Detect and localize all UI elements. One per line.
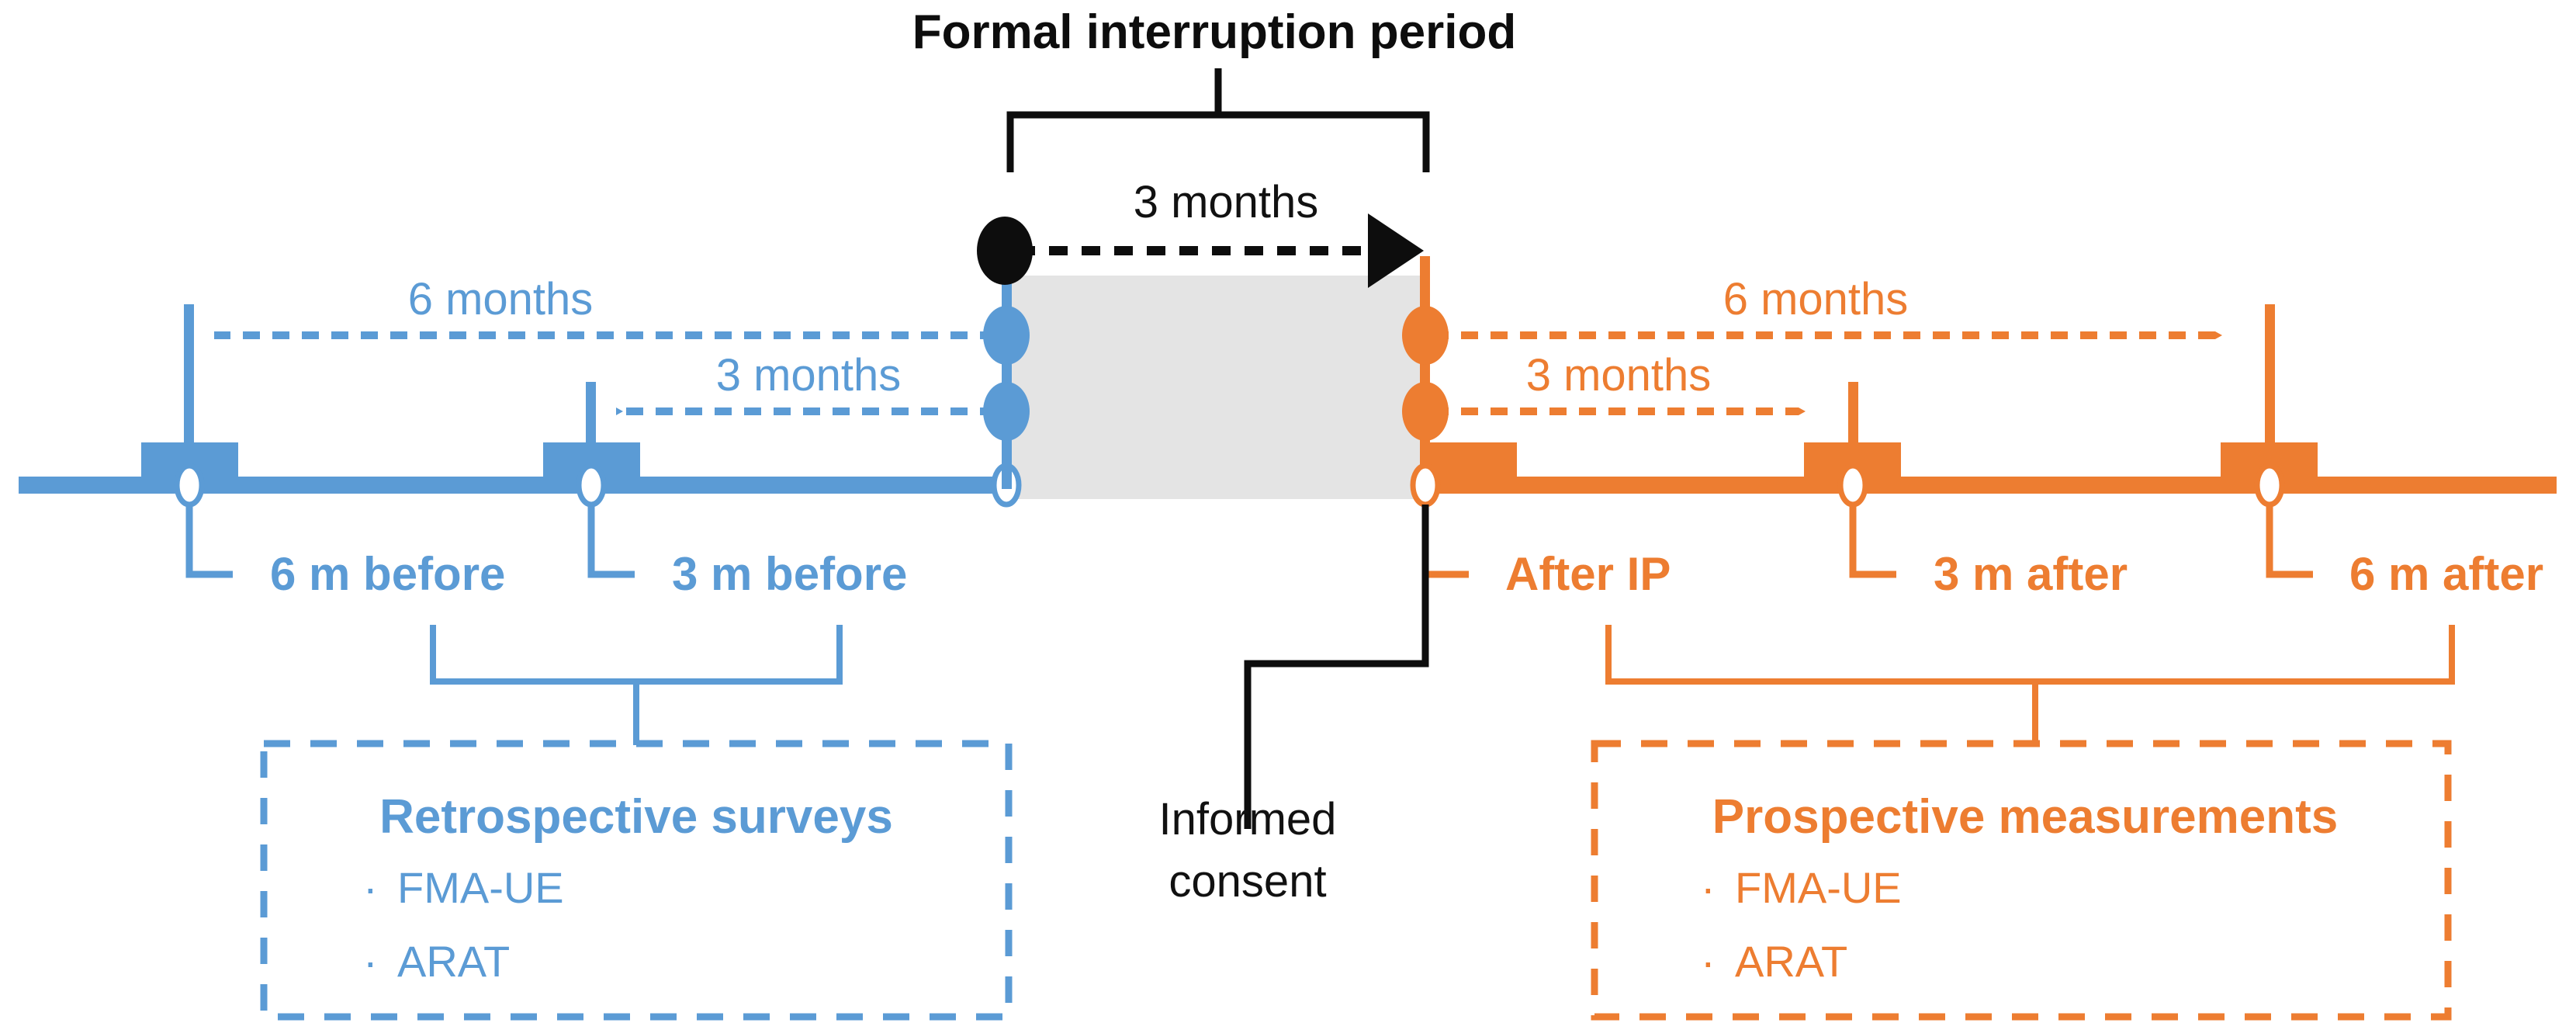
node-3m-after (1837, 463, 1868, 508)
prospective-duration-arrows (1402, 306, 2222, 441)
prospective-panel-box (1591, 740, 2452, 1021)
timepoint-label-6-m-before: 6 m before (270, 548, 505, 600)
duration-label-6-months-before: 6 months (408, 274, 594, 324)
timepoint-label-after-ip: After IP (1505, 548, 1671, 600)
page-title: Formal interruption period (912, 5, 1516, 59)
duration-label-6-months-after: 6 months (1723, 274, 1909, 324)
riser-3m-before (586, 382, 596, 452)
callout-leg-after-ip (1421, 505, 1469, 578)
prospective-panel-bullet-0: · (1701, 863, 1716, 912)
interruption-duration-label: 3 months (1134, 177, 1319, 227)
riser-3m-after (1848, 382, 1858, 452)
riser-6m-before (184, 304, 194, 452)
callout-leg-6m-after (2266, 505, 2313, 578)
retrospective-duration-arrows (214, 306, 1030, 441)
retrospective-panel-box (260, 740, 1013, 1021)
node-6m-before (174, 463, 205, 508)
node-3m-before (576, 463, 607, 508)
prospective-panel-heading: Prospective measurements (1712, 790, 2338, 844)
callout-leg-3m-after (1849, 505, 1896, 578)
prospective-panel-bullet-1: · (1701, 937, 1716, 986)
duration-label-3-months-after: 3 months (1526, 350, 1712, 401)
timepoint-label-3-m-after: 3 m after (1934, 548, 2128, 600)
prospective-panel-item-1: ARAT (1735, 937, 1847, 986)
duration-label-3-months-before: 3 months (716, 350, 902, 401)
retrospective-panel-bracket (430, 625, 843, 745)
prospective-panel-bracket (1605, 625, 2455, 745)
informed-consent-label-line1: Informed (1159, 794, 1337, 844)
callout-leg-3m-before (587, 505, 635, 578)
informed-consent-connector (1244, 505, 1429, 829)
prospective-panel-item-0: FMA-UE (1735, 863, 1902, 912)
interruption-end-line (1420, 256, 1430, 489)
interruption-start-line (1002, 256, 1012, 489)
riser-6m-after (2265, 304, 2275, 452)
interruption-period-block (1005, 276, 1420, 499)
node-6m-after (2254, 463, 2285, 508)
timepoint-label-3-m-before: 3 m before (672, 548, 907, 600)
callout-leg-6m-before (185, 505, 233, 578)
formal-interruption-bracket (1006, 68, 1430, 172)
dot-6-months-after (1402, 306, 1449, 365)
timepoint-label-6-m-after: 6 m after (2349, 548, 2543, 600)
retrospective-panel-item-1: ARAT (397, 937, 510, 986)
informed-consent-label-line2: consent (1169, 856, 1326, 907)
dot-3-months-before (983, 382, 1030, 441)
interruption-duration-arrow (977, 213, 1424, 288)
node-after-ip (1410, 463, 1441, 508)
retrospective-panel-item-0: FMA-UE (397, 863, 564, 912)
dot-3-months-after (1402, 382, 1449, 441)
interruption-start-dot (977, 217, 1033, 285)
retrospective-panel-bullet-0: · (363, 863, 378, 912)
retrospective-panel-bullet-1: · (363, 937, 378, 986)
retrospective-panel-heading: Retrospective surveys (379, 790, 893, 844)
dot-6-months-before (983, 306, 1030, 365)
